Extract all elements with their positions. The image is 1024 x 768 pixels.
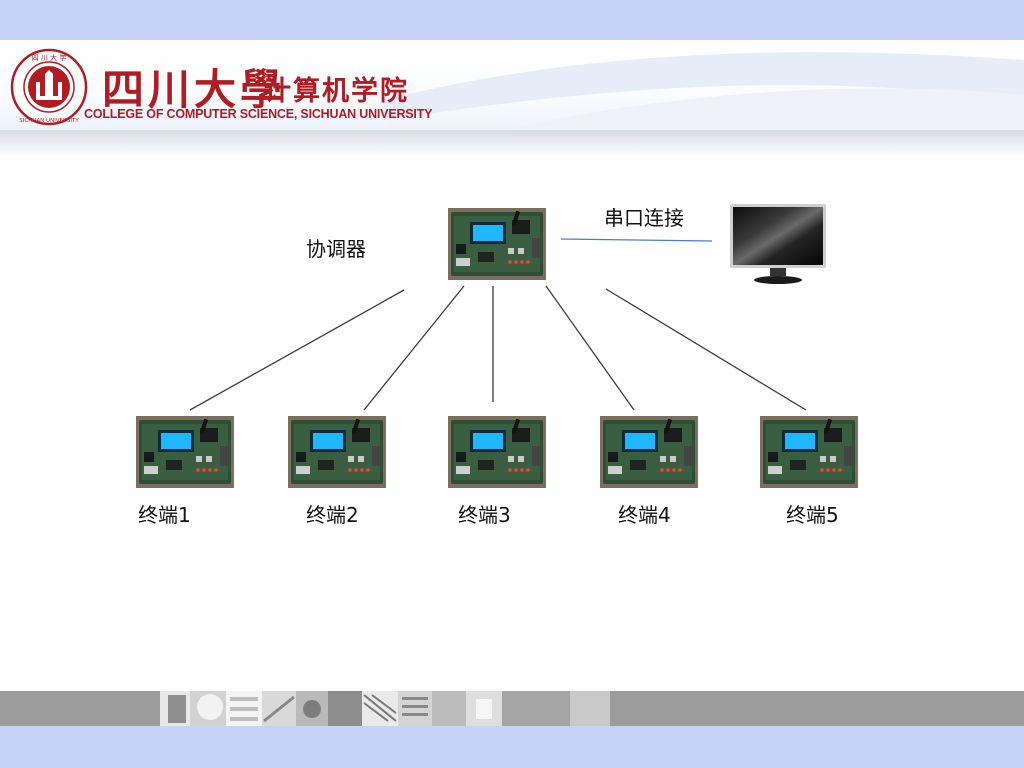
terminal-5-label: 终端5 (786, 503, 839, 527)
footer-decoration (160, 691, 610, 726)
link-terminal-1 (189, 289, 405, 411)
terminal-5-board (760, 416, 858, 488)
top-band (0, 0, 1024, 40)
terminal-3-board (448, 416, 546, 488)
terminal-4-board (600, 416, 698, 488)
terminal-1-board (136, 416, 234, 488)
monitor-icon (730, 204, 826, 284)
bottom-band (0, 726, 1024, 768)
terminal-2-board (288, 416, 386, 488)
university-seal-logo: 四 川 大 学 SICHUAN UNIVERSITY (10, 48, 88, 126)
terminal-1-label: 终端1 (138, 503, 191, 527)
svg-text:SICHUAN UNIVERSITY: SICHUAN UNIVERSITY (19, 118, 79, 124)
coordinator-board (448, 208, 546, 280)
coordinator-label: 协调器 (306, 237, 366, 261)
header-shadow (0, 130, 1024, 156)
university-name: 四川大學 (102, 65, 287, 114)
svg-text:四 川 大 学: 四 川 大 学 (32, 53, 67, 62)
serial-connection-label: 串口连接 (604, 206, 684, 230)
serial-link (560, 238, 713, 242)
link-terminal-4 (545, 285, 635, 411)
college-name: 计算机学院 (264, 76, 409, 107)
link-terminal-2 (363, 285, 465, 411)
terminal-2-label: 终端2 (306, 503, 359, 527)
terminal-4-label: 终端4 (618, 503, 671, 527)
terminal-3-label: 终端3 (458, 503, 511, 527)
header-swoosh (384, 52, 1024, 130)
college-name-en: COLLEGE OF COMPUTER SCIENCE, SICHUAN UNI… (84, 107, 433, 121)
link-terminal-5 (605, 288, 807, 411)
